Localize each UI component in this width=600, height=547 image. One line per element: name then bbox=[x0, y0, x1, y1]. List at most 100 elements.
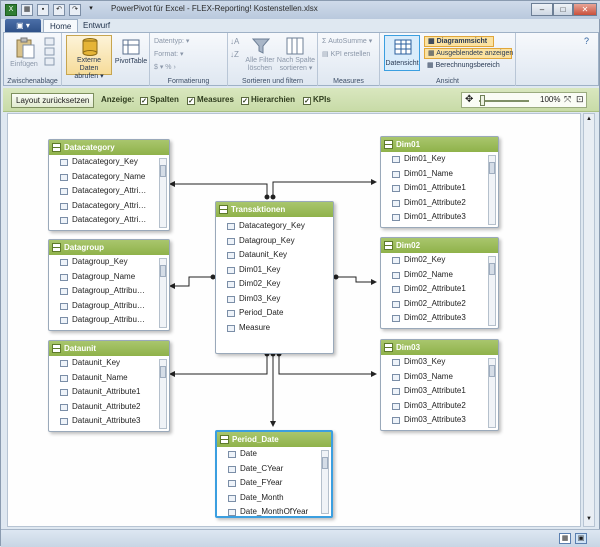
scroll-thumb[interactable] bbox=[489, 263, 495, 275]
scroll-thumb[interactable] bbox=[160, 366, 166, 378]
field-row[interactable]: Date_Month bbox=[217, 491, 331, 506]
fit-to-screen-icon[interactable]: ⤧ bbox=[564, 94, 572, 104]
zoom-slider-thumb[interactable] bbox=[480, 95, 485, 106]
table-dim03[interactable]: Dim03 Dim03_Key Dim03_Name Dim03_Attribu… bbox=[380, 339, 499, 431]
sort-by-column-button[interactable]: Nach Spalte sortieren ▾ bbox=[276, 57, 316, 72]
field-row[interactable]: Period_Date bbox=[216, 306, 333, 321]
paste-button[interactable]: Einfügen bbox=[10, 61, 38, 68]
field-row[interactable]: Date_CYear bbox=[217, 462, 331, 477]
pivottable-button[interactable]: PivotTable bbox=[114, 58, 148, 65]
scroll-down-icon[interactable]: ▼ bbox=[586, 516, 592, 522]
field-row[interactable]: Dataunit_Attribute1 bbox=[49, 385, 169, 400]
autosum-button[interactable]: Σ AutoSumme ▾ bbox=[322, 37, 372, 45]
field-row[interactable]: Datacategory_Attri… bbox=[49, 213, 169, 228]
field-row[interactable]: Datagroup_Key bbox=[216, 234, 333, 249]
field-row[interactable]: Datacategory_Attri… bbox=[49, 184, 169, 199]
scroll-thumb[interactable] bbox=[489, 365, 495, 377]
datatype-dropdown[interactable]: Datentyp: ▾ bbox=[154, 38, 190, 45]
diagram-view-icon[interactable]: ▣ bbox=[575, 533, 587, 544]
table-header[interactable]: Period_Date bbox=[217, 432, 331, 447]
field-row[interactable]: Dim01_Key bbox=[216, 263, 333, 278]
save-icon[interactable]: ▪ bbox=[37, 4, 49, 16]
field-row[interactable]: Dim03_Attribute2 bbox=[381, 399, 498, 414]
field-row[interactable]: Dataunit_Key bbox=[216, 248, 333, 263]
zoom-slider-track[interactable] bbox=[479, 100, 529, 102]
field-row[interactable]: Datacategory_Key bbox=[216, 219, 333, 234]
diagram-canvas[interactable]: Datacategory Datacategory_Key Datacatego… bbox=[7, 113, 581, 527]
table-datacategory[interactable]: Datacategory Datacategory_Key Datacatego… bbox=[48, 139, 170, 231]
field-row[interactable]: Dim03_Key bbox=[381, 355, 498, 370]
minimize-button[interactable]: – bbox=[531, 3, 553, 16]
field-row[interactable]: Dim03_Attribute3 bbox=[381, 413, 498, 428]
table-scrollbar[interactable] bbox=[159, 359, 167, 429]
field-row[interactable]: Dim01_Name bbox=[381, 167, 498, 182]
external-data-button[interactable]: Externe Daten abrufen ▾ bbox=[66, 35, 112, 80]
field-row[interactable]: Dim03_Name bbox=[381, 370, 498, 385]
table-header[interactable]: Datacategory bbox=[49, 140, 169, 155]
show-hidden-button[interactable]: ▦ Ausgeblendete anzeigen bbox=[424, 48, 513, 59]
table-dim02[interactable]: Dim02 Dim02_Key Dim02_Name Dim02_Attribu… bbox=[380, 237, 499, 329]
field-row[interactable]: Dataunit_Key bbox=[49, 356, 169, 371]
create-kpi-button[interactable]: ▤ KPI erstellen bbox=[322, 50, 370, 58]
table-scrollbar[interactable] bbox=[159, 158, 167, 228]
format-dropdown[interactable]: Format: ▾ bbox=[154, 51, 184, 58]
table-header[interactable]: Dim02 bbox=[381, 238, 498, 253]
number-format-buttons[interactable]: $ ▾ % › bbox=[154, 64, 176, 71]
rel-line-dim01[interactable] bbox=[272, 179, 377, 196]
table-scrollbar[interactable] bbox=[488, 358, 496, 428]
field-row[interactable]: Dim02_Name bbox=[381, 268, 498, 283]
field-row[interactable]: Dim01_Attribute2 bbox=[381, 196, 498, 211]
field-row[interactable]: Dim02_Attribute1 bbox=[381, 282, 498, 297]
table-header[interactable]: Transaktionen bbox=[216, 202, 333, 217]
field-row[interactable]: Datacategory_Attri… bbox=[49, 199, 169, 214]
field-row[interactable]: Dim02_Key bbox=[381, 253, 498, 268]
rel-line-datagroup[interactable] bbox=[169, 276, 213, 289]
table-scrollbar[interactable] bbox=[488, 256, 496, 326]
scroll-thumb[interactable] bbox=[489, 162, 495, 174]
table-scrollbar[interactable] bbox=[488, 155, 496, 225]
table-transaktionen[interactable]: Transaktionen Datacategory_Key Datagroup… bbox=[215, 201, 334, 354]
maximize-button[interactable]: □ bbox=[553, 3, 573, 16]
table-header[interactable]: Dataunit bbox=[49, 341, 169, 356]
show-columns-checkbox[interactable]: ✓Spalten bbox=[140, 95, 179, 105]
field-row[interactable]: Datagroup_Name bbox=[49, 270, 169, 285]
field-row[interactable]: Date_FYear bbox=[217, 476, 331, 491]
powerpivot-icon[interactable]: ▦ bbox=[21, 4, 33, 16]
field-row[interactable]: Datacategory_Key bbox=[49, 155, 169, 170]
field-row[interactable]: Dim01_Attribute1 bbox=[381, 181, 498, 196]
field-row[interactable]: Dim03_Key bbox=[216, 292, 333, 307]
calculation-area-button[interactable]: ▦ Berechnungsbereich bbox=[427, 61, 500, 69]
scroll-up-icon[interactable]: ▲ bbox=[586, 116, 592, 122]
field-row[interactable]: Date_MonthOfYear bbox=[217, 505, 331, 516]
reset-layout-button[interactable]: Layout zurücksetzen bbox=[11, 93, 95, 108]
sort-asc-icon[interactable]: ↓A bbox=[230, 37, 240, 46]
show-hierarchies-checkbox[interactable]: ✓Hierarchien bbox=[241, 95, 295, 105]
pan-icon[interactable]: ✥ bbox=[465, 94, 474, 105]
table-dim01[interactable]: Dim01 Dim01_Key Dim01_Name Dim01_Attribu… bbox=[380, 136, 499, 228]
help-icon[interactable]: ? bbox=[584, 36, 590, 46]
table-period-date[interactable]: Period_Date Date Date_CYear Date_FYear D… bbox=[215, 430, 333, 518]
scroll-thumb[interactable] bbox=[160, 265, 166, 277]
cut-copy-icons[interactable] bbox=[44, 37, 56, 67]
rel-line-dataunit[interactable] bbox=[169, 354, 268, 377]
file-menu-button[interactable]: ▣ ▾ bbox=[5, 19, 41, 33]
field-row[interactable]: Dim01_Key bbox=[381, 152, 498, 167]
original-size-icon[interactable]: ⊡ bbox=[576, 94, 584, 104]
field-row[interactable]: Datagroup_Attribu… bbox=[49, 299, 169, 314]
close-button[interactable]: ✕ bbox=[573, 3, 597, 16]
table-scrollbar[interactable] bbox=[159, 258, 167, 328]
field-row[interactable]: Dim02_Attribute2 bbox=[381, 297, 498, 312]
rel-line-dim03[interactable] bbox=[278, 354, 377, 377]
scroll-thumb[interactable] bbox=[160, 165, 166, 177]
field-row[interactable]: Dataunit_Attribute3 bbox=[49, 414, 169, 429]
show-kpis-checkbox[interactable]: ✓KPIs bbox=[303, 95, 331, 105]
field-row[interactable]: Measure bbox=[216, 321, 333, 336]
table-scrollbar[interactable] bbox=[321, 450, 329, 514]
table-header[interactable]: Datagroup bbox=[49, 240, 169, 255]
rel-line-dim02[interactable] bbox=[336, 276, 377, 285]
clear-filters-button[interactable]: Alle Filter löschen bbox=[245, 57, 275, 72]
sort-desc-icon[interactable]: ↓Z bbox=[230, 50, 239, 59]
field-row[interactable]: Dim02_Key bbox=[216, 277, 333, 292]
canvas-vertical-scrollbar[interactable]: ▲ ▼ bbox=[583, 113, 595, 527]
excel-app-icon[interactable]: X bbox=[5, 4, 17, 16]
